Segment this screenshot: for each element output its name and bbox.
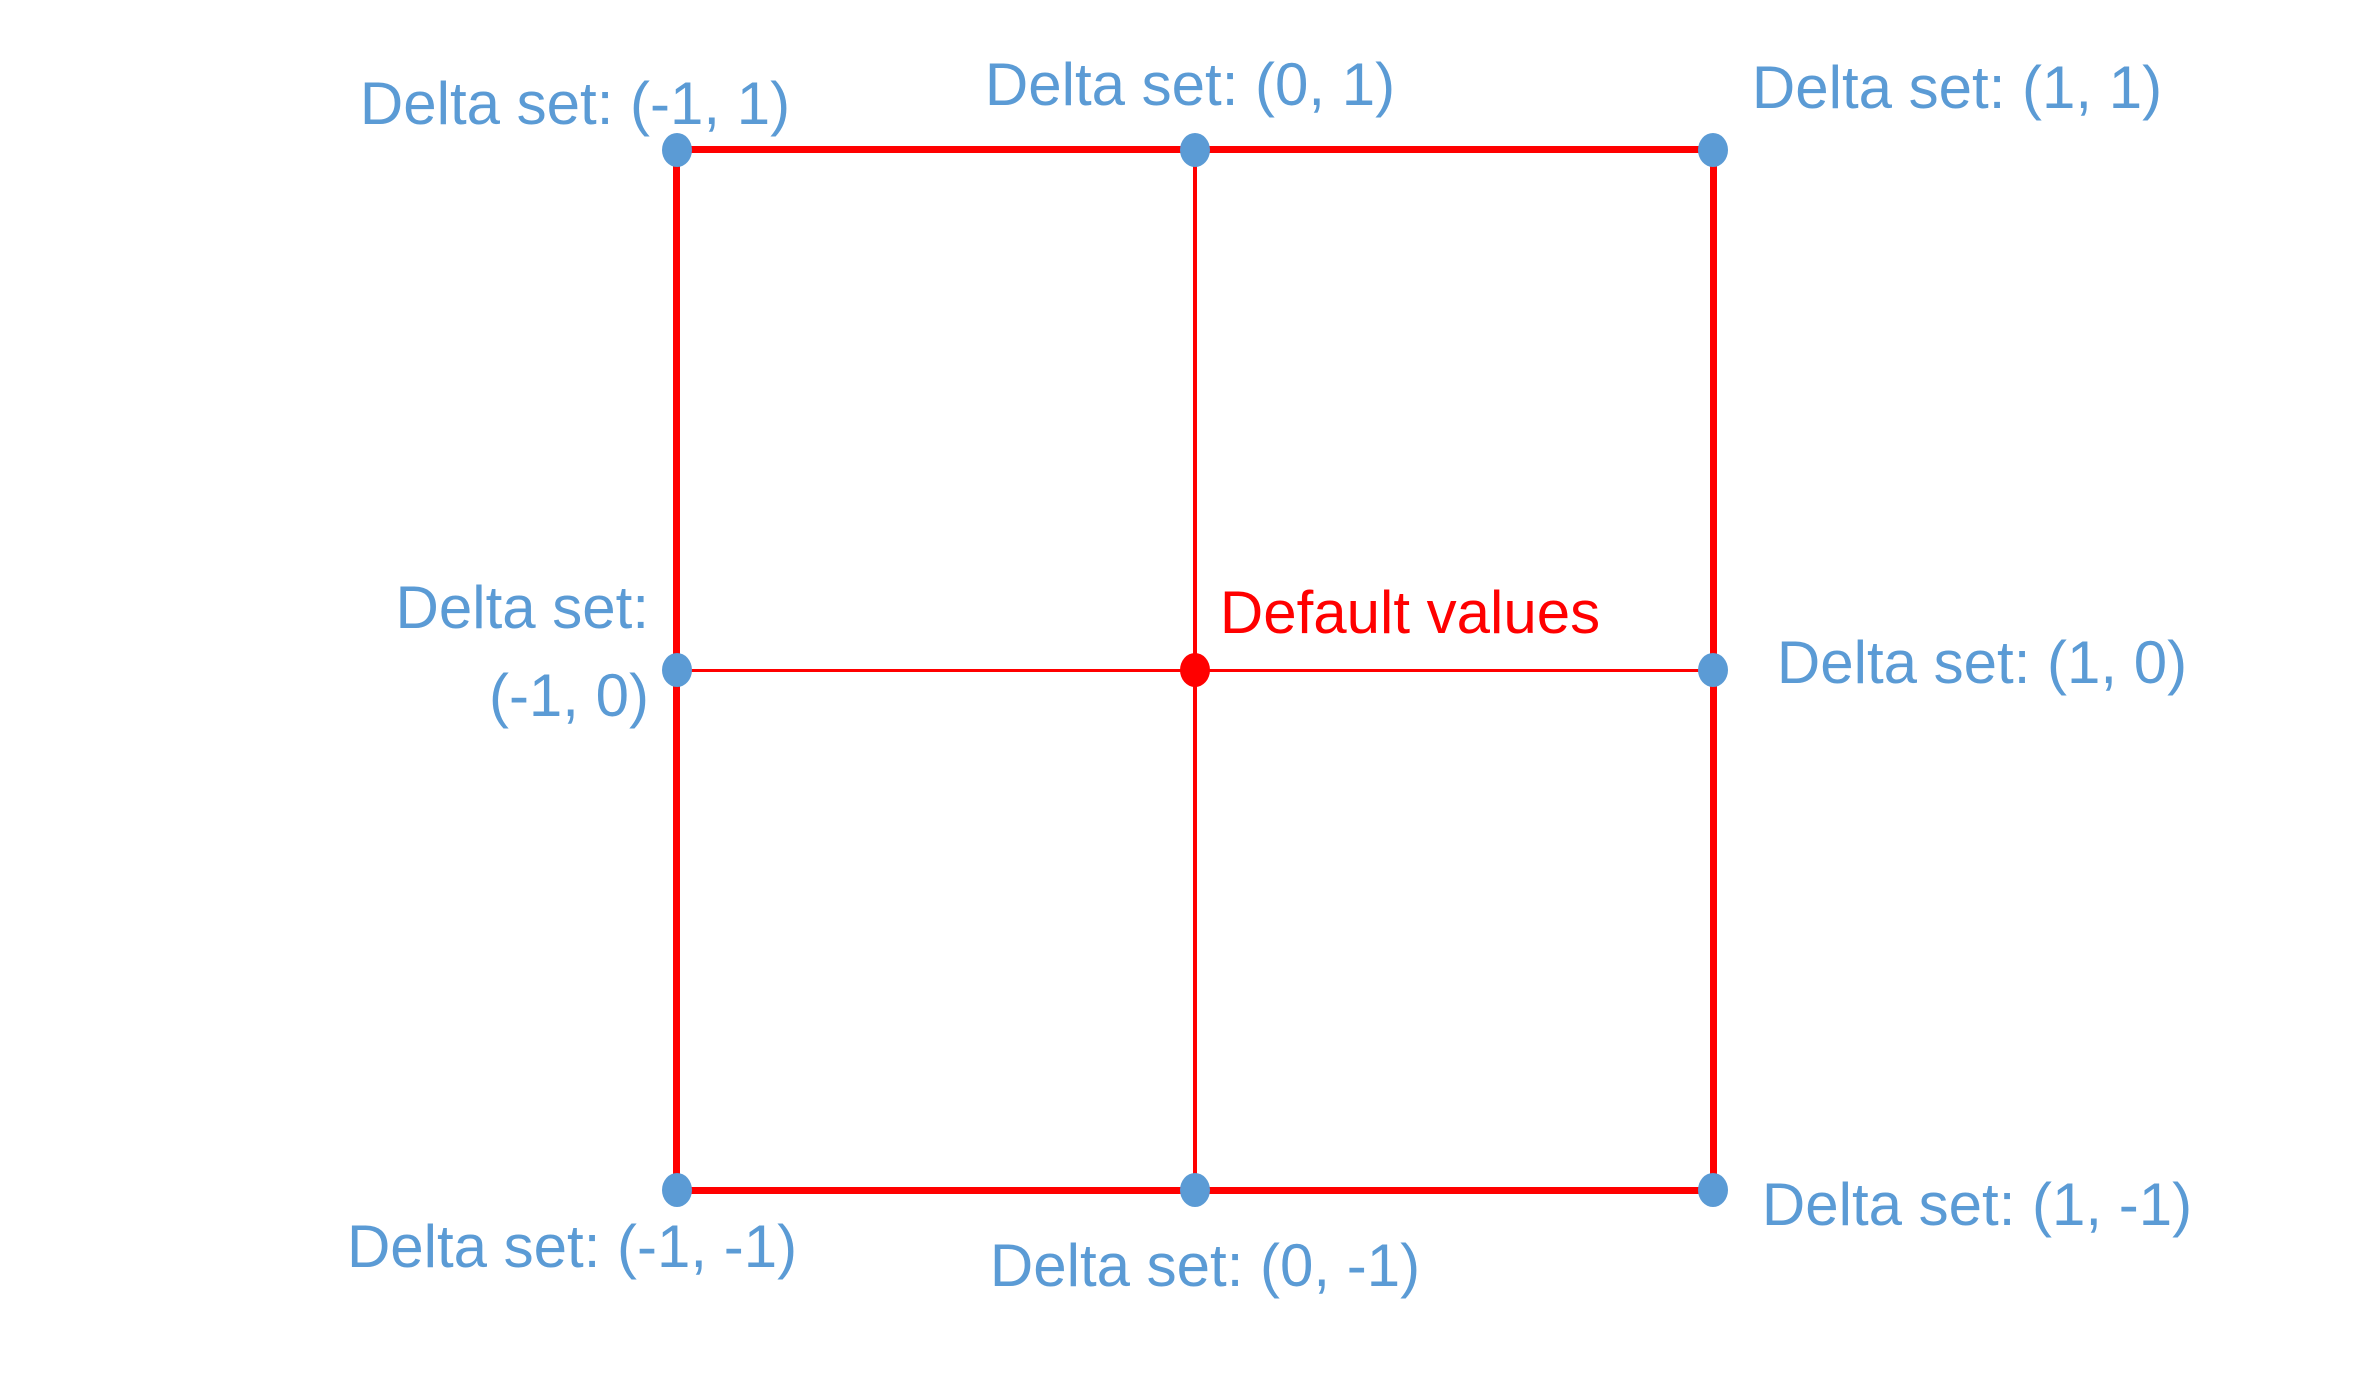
label-delta-middle-left-line1: Delta set: — [395, 574, 649, 641]
node-dot-bottom-right — [1698, 1173, 1728, 1207]
label-delta-bottom-center: Delta set: (0, -1) — [989, 1232, 1421, 1299]
label-delta-middle-left-line2: (-1, 0) — [488, 662, 649, 729]
label-delta-top-left: Delta set: (-1, 1) — [359, 70, 791, 137]
node-dot-top-right — [1698, 133, 1728, 167]
label-delta-middle-right: Delta set: (1, 0) — [1776, 629, 2188, 696]
node-dot-center — [1180, 653, 1210, 687]
label-delta-bottom-right: Delta set: (1, -1) — [1761, 1171, 2193, 1238]
node-dot-bottom-left — [662, 1173, 692, 1207]
label-delta-bottom-left: Delta set: (-1, -1) — [346, 1213, 798, 1280]
node-dot-middle-right — [1698, 653, 1728, 687]
label-delta-top-right: Delta set: (1, 1) — [1751, 54, 2163, 121]
label-default-values: Default values — [1219, 579, 1601, 646]
node-dot-middle-left — [662, 653, 692, 687]
node-dot-bottom-center — [1180, 1173, 1210, 1207]
node-dot-top-center — [1180, 133, 1210, 167]
node-dot-top-left — [662, 133, 692, 167]
label-delta-top-center: Delta set: (0, 1) — [984, 51, 1396, 118]
label-delta-middle-left: Delta set: (-1, 0) — [396, 564, 649, 740]
